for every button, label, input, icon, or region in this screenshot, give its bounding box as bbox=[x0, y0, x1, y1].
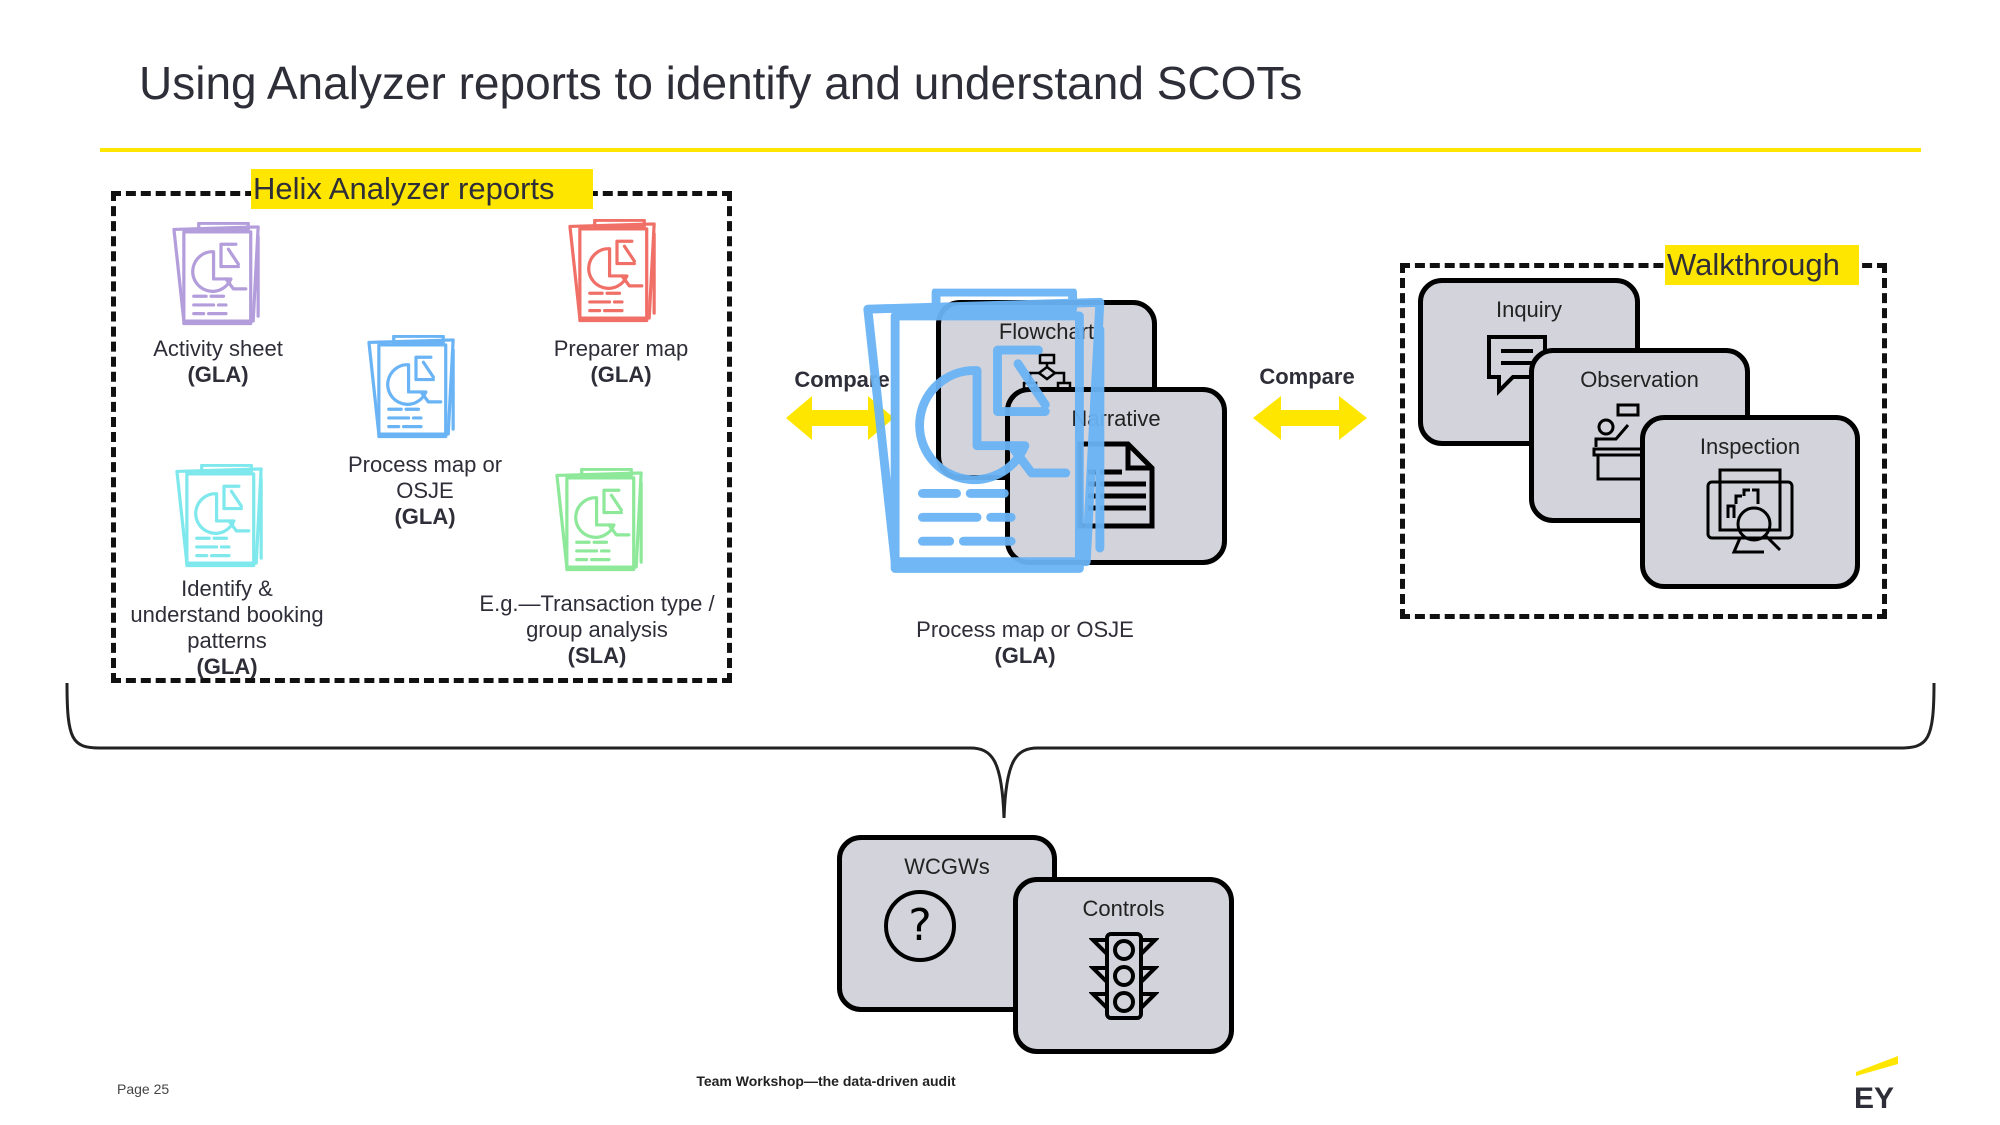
report-label: patterns bbox=[187, 628, 267, 653]
report-tag: (SLA) bbox=[567, 643, 627, 668]
report-label: Preparer map bbox=[553, 336, 689, 361]
ey-logo: EY bbox=[1854, 1054, 1922, 1115]
report-activity-sheet[interactable]: Activity sheet(GLA) bbox=[153, 336, 283, 388]
page-number: Page 25 bbox=[117, 1081, 170, 1097]
report-label: group analysis bbox=[526, 617, 668, 642]
controls-card[interactable]: Controls bbox=[1013, 877, 1234, 1054]
caption-tag: (GLA) bbox=[994, 643, 1056, 668]
inspection-label: Inspection bbox=[1699, 434, 1801, 459]
walkthrough-group bbox=[1400, 263, 1887, 619]
report-label: understand booking bbox=[130, 602, 324, 627]
report-label: OSJE bbox=[396, 478, 454, 503]
inquiry-label: Inquiry bbox=[1495, 297, 1563, 322]
report-label: Identify & bbox=[181, 576, 273, 601]
wcgws-label: WCGWs bbox=[904, 854, 990, 879]
report-tag: (GLA) bbox=[590, 362, 652, 387]
title-underline bbox=[100, 148, 1921, 152]
observation-label: Observation bbox=[1580, 367, 1699, 392]
report-tag: (GLA) bbox=[394, 504, 456, 529]
controls-label: Controls bbox=[1082, 896, 1165, 921]
chat-bubble-icon bbox=[1487, 335, 1547, 396]
report-icon bbox=[567, 219, 667, 323]
report-label: Process map or bbox=[347, 452, 503, 477]
footer-title: Team Workshop—the data-driven audit bbox=[696, 1073, 956, 1089]
report-tag: (GLA) bbox=[196, 654, 258, 679]
report-icon bbox=[174, 464, 274, 568]
inspection-card[interactable]: Inspection bbox=[1640, 415, 1860, 589]
svg-text:EY: EY bbox=[1854, 1082, 1894, 1110]
report-tag: (GLA) bbox=[187, 362, 249, 387]
ey-logo-mark: EY bbox=[1854, 1056, 1898, 1115]
process-map-report-icon bbox=[861, 286, 1134, 578]
walkthrough-heading: Walkthrough bbox=[1665, 245, 1859, 285]
report-icon bbox=[366, 335, 466, 439]
double-arrow-icon bbox=[1253, 396, 1367, 440]
caption-text: Process map or OSJE bbox=[916, 617, 1134, 642]
process-map-caption: Process map or OSJE(GLA) bbox=[916, 617, 1134, 669]
report-transaction-type[interactable]: E.g.—Transaction type /group analysis(SL… bbox=[479, 591, 714, 669]
analyzer-reports-heading: Helix Analyzer reports bbox=[251, 169, 593, 209]
compare-label-right: Compare bbox=[1259, 364, 1355, 389]
grouping-brace bbox=[65, 682, 1936, 819]
svg-text:?: ? bbox=[908, 900, 931, 951]
report-label: E.g.—Transaction type / bbox=[479, 591, 715, 616]
narrative-label: Narrative bbox=[1071, 406, 1161, 431]
double-arrow-icon bbox=[786, 396, 894, 440]
report-icon bbox=[171, 222, 271, 326]
report-icon bbox=[554, 468, 654, 572]
page-title: Using Analyzer reports to identify and u… bbox=[139, 57, 1303, 109]
report-preparer-map[interactable]: Preparer map(GLA) bbox=[554, 336, 689, 388]
report-label: Activity sheet bbox=[153, 336, 283, 361]
question-circle-icon: ? bbox=[884, 890, 956, 962]
wcgws-card[interactable]: WCGWs ? bbox=[837, 835, 1057, 1012]
inspection-magnifier-icon bbox=[1706, 468, 1794, 554]
traffic-light-icon bbox=[1088, 932, 1159, 1020]
